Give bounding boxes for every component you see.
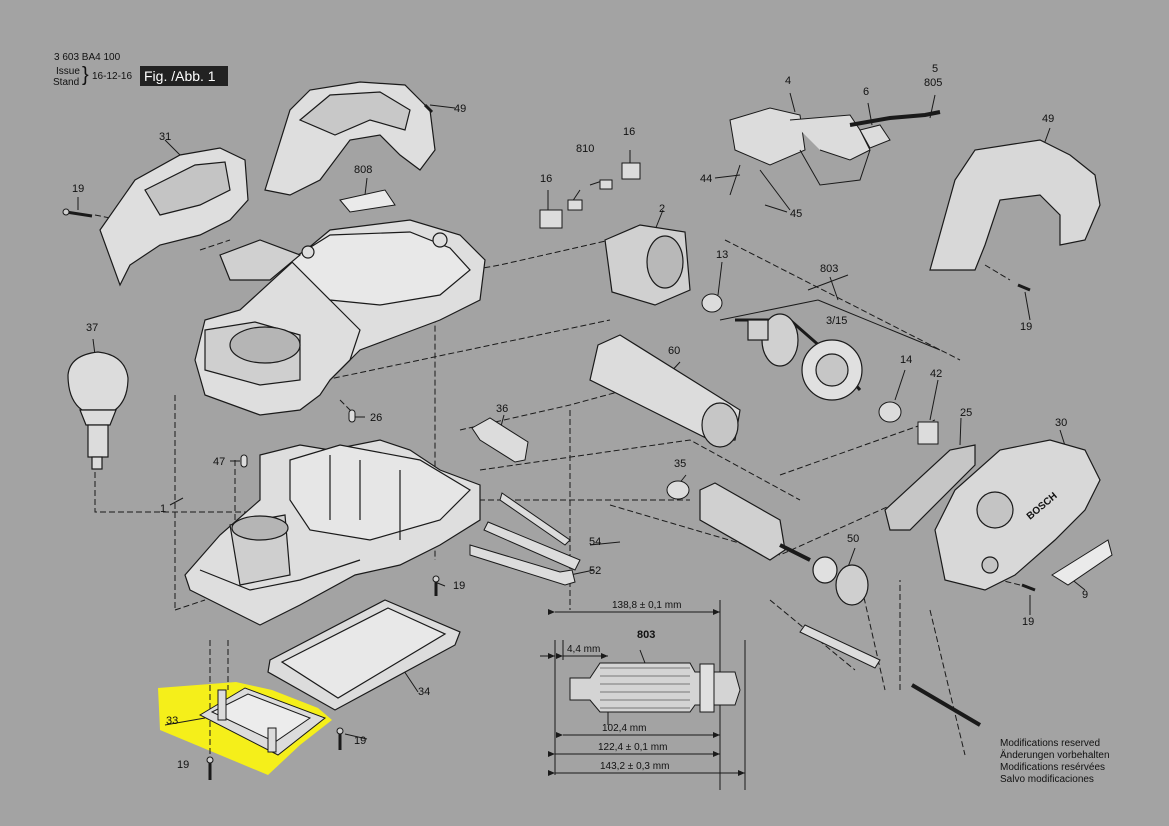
knob-part-37 — [67, 351, 129, 470]
label-part-808 — [339, 189, 396, 213]
leader-lines — [77, 92, 1086, 740]
stand-label: Stand — [53, 77, 80, 88]
brace-glyph: } — [82, 64, 89, 86]
modifications-line-de: Änderungen vorbehalten — [1000, 750, 1110, 761]
issue-label: Issue — [56, 66, 80, 77]
label-16-a: 16 — [623, 126, 635, 138]
part-26 — [348, 409, 356, 423]
dimension-labels: 138,8 ± 0,1 mm 4,4 mm 102,4 mm 122,4 ± 0… — [567, 600, 681, 772]
label-25: 25 — [960, 407, 972, 419]
label-52: 52 — [589, 565, 601, 577]
label-31: 31 — [159, 131, 171, 143]
label-3-15: 3/15 — [826, 315, 847, 327]
housing-upper — [194, 219, 486, 416]
label-4: 4 — [785, 75, 791, 87]
label-19-e: 19 — [1022, 616, 1034, 628]
dimension-138-8: 138,8 ± 0,1 mm — [612, 600, 681, 611]
doc-number: 3 603 BA4 100 — [54, 52, 121, 63]
modifications-notice: Modifications reserved Änderungen vorbeh… — [1000, 738, 1110, 786]
label-part-9 — [1051, 539, 1113, 586]
part-33 — [198, 687, 327, 756]
armature-dimension-drawing — [540, 600, 746, 790]
label-54: 54 — [589, 536, 601, 548]
dimension-4-4: 4,4 mm — [567, 644, 600, 655]
label-803-drawing: 803 — [637, 629, 655, 641]
part-labels: 49 31 19 808 37 26 47 1 36 54 52 19 33 1… — [72, 63, 1088, 771]
label-810: 810 — [576, 143, 594, 155]
label-19-a: 19 — [72, 183, 84, 195]
screws — [62, 103, 1036, 780]
field-part-2 — [604, 224, 691, 306]
belt-cover-part-30 — [934, 439, 1101, 591]
blade-parts-54-52 — [469, 492, 581, 586]
washer-part-13 — [701, 293, 723, 313]
label-35: 35 — [674, 458, 686, 470]
label-47: 47 — [213, 456, 225, 468]
label-37: 37 — [86, 322, 98, 334]
label-803-top: 803 — [820, 263, 838, 275]
label-13: 13 — [716, 249, 728, 261]
label-6: 6 — [863, 86, 869, 98]
armature-part-803 — [735, 313, 863, 401]
label-30: 30 — [1055, 417, 1067, 429]
label-19-f: 19 — [1020, 321, 1032, 333]
label-2: 2 — [659, 203, 665, 215]
label-36: 36 — [496, 403, 508, 415]
parts-810-16 — [539, 162, 641, 229]
modifications-line-en: Modifications reserved — [1000, 738, 1101, 749]
cover-part-31 — [99, 147, 249, 287]
handle-part-49-right — [929, 139, 1101, 271]
modifications-line-fr: Modifications resérvées — [1000, 762, 1106, 773]
sleeve-part-60 — [589, 334, 741, 448]
dimension-122-4: 122,4 ± 0,1 mm — [598, 742, 667, 753]
label-44: 44 — [700, 173, 712, 185]
bearing-part-35 — [666, 480, 690, 500]
label-16-b: 16 — [540, 173, 552, 185]
label-19-c: 19 — [354, 735, 366, 747]
label-45: 45 — [790, 208, 802, 220]
label-808: 808 — [354, 164, 372, 176]
label-9: 9 — [1082, 589, 1088, 601]
label-14: 14 — [900, 354, 912, 366]
base-plate-part-34 — [267, 599, 461, 711]
label-50: 50 — [847, 533, 859, 545]
shaft-assembly — [699, 482, 869, 606]
label-49-right: 49 — [1042, 113, 1054, 125]
label-42: 42 — [930, 368, 942, 380]
label-5: 5 — [932, 63, 938, 75]
label-805: 805 — [924, 77, 942, 89]
handle-cover-part-49-left — [264, 81, 436, 196]
washer-part-14 — [878, 401, 902, 423]
part-47 — [240, 454, 248, 468]
label-1: 1 — [160, 503, 166, 515]
dimension-143-2: 143,2 ± 0,3 mm — [600, 761, 669, 772]
label-26: 26 — [370, 412, 382, 424]
housing-lower — [184, 439, 481, 626]
rod-part-a — [799, 624, 881, 669]
rod-part-b — [910, 683, 982, 727]
label-19-b: 19 — [453, 580, 465, 592]
issue-date: 16-12-16 — [92, 71, 133, 82]
belt-part-25 — [884, 444, 976, 531]
label-49-left: 49 — [454, 103, 466, 115]
label-33: 33 — [166, 715, 178, 727]
modifications-line-es: Salvo modificaciones — [1000, 774, 1094, 785]
bracket-part-36 — [471, 417, 529, 463]
dimension-102-4: 102,4 mm — [602, 723, 646, 734]
assembly-lines — [94, 214, 1021, 760]
switch-assembly-4-5-6 — [729, 107, 941, 211]
label-19-d: 19 — [177, 759, 189, 771]
gear-part-42 — [917, 421, 939, 445]
label-60: 60 — [668, 345, 680, 357]
figure-label: Fig. /Abb. 1 — [140, 66, 228, 86]
label-34: 34 — [418, 686, 430, 698]
